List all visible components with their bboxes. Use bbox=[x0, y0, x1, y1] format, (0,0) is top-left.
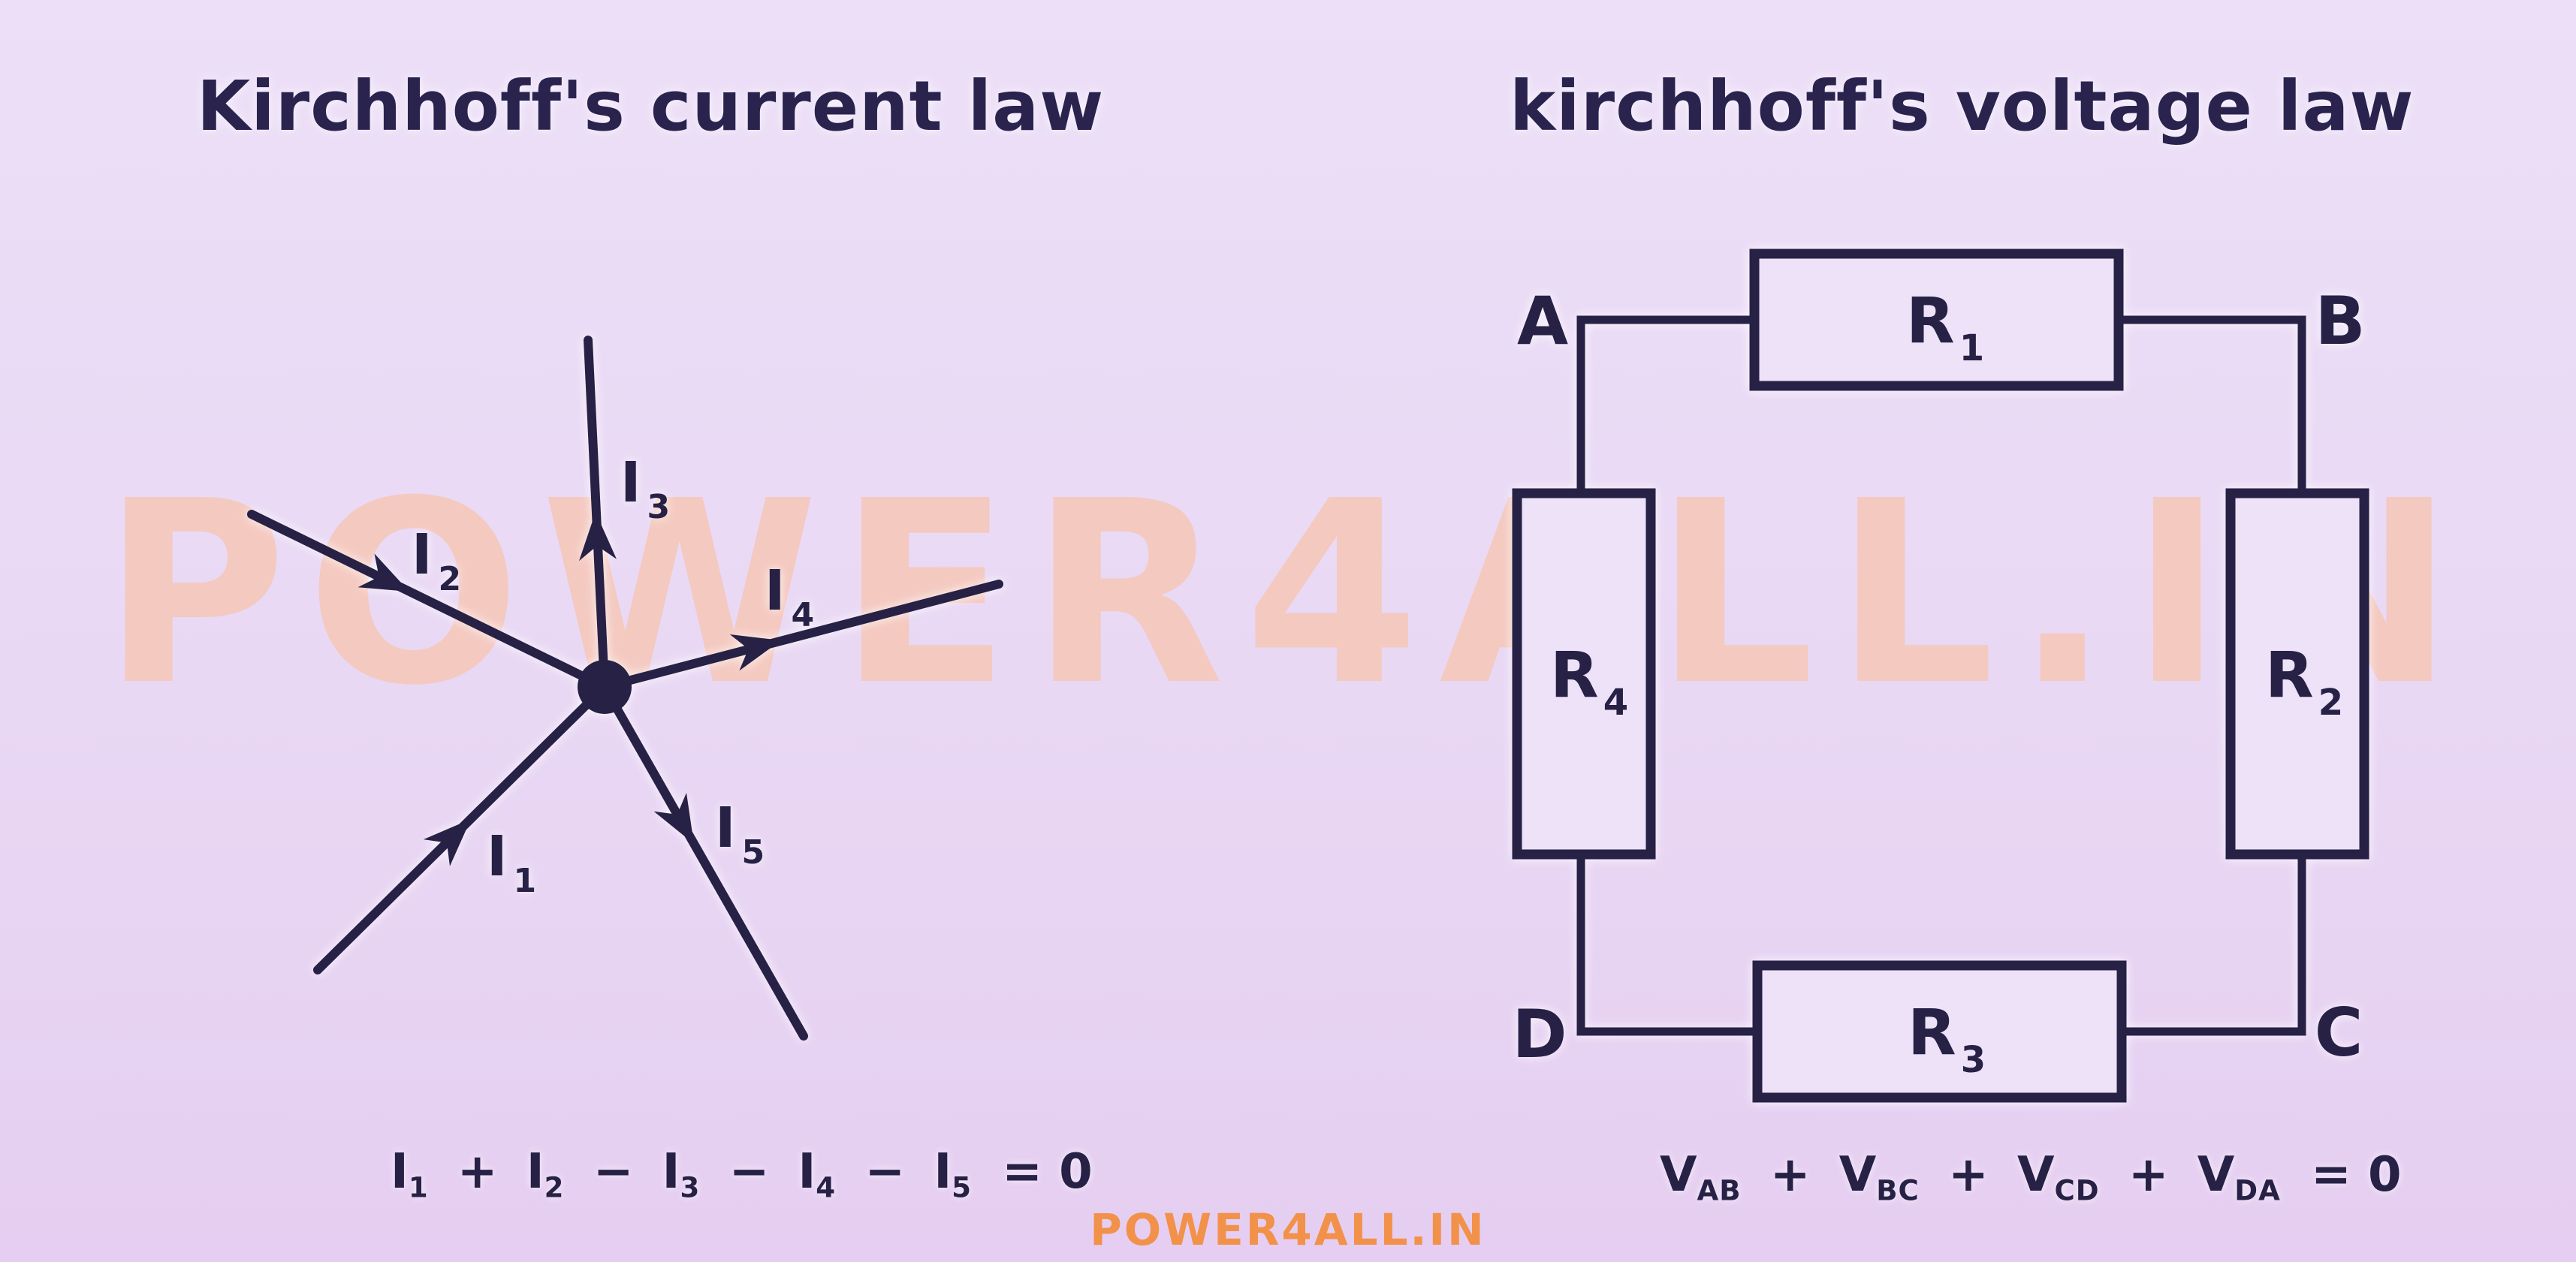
kvl-circuit-wire bbox=[1576, 315, 2306, 1036]
watermark-text: POWER4ALL.IN bbox=[101, 447, 2475, 741]
kvl-node-c-label: C bbox=[2315, 994, 2363, 1071]
kvl-eq-op-1: + bbox=[1769, 1147, 1811, 1203]
kcl-arrow-i4 bbox=[729, 634, 781, 671]
kcl-title: Kirchhoff's current law bbox=[197, 66, 1105, 146]
kcl-line-i3 bbox=[584, 336, 609, 691]
kcl-eq-term-1: I1 bbox=[391, 1144, 429, 1204]
kcl-equation: I1 + I2 − I3 − I4 − I5 = 0 bbox=[391, 1144, 1093, 1204]
kcl-line-i4 bbox=[600, 580, 1003, 691]
kvl-resistor-r4-box bbox=[1512, 488, 1656, 860]
kcl-line-i5 bbox=[600, 682, 808, 1041]
kcl-eq-term-3: I3 bbox=[662, 1144, 701, 1204]
kcl-eq-op-3: − bbox=[728, 1144, 770, 1200]
kcl-eq-term-2: I2 bbox=[526, 1144, 565, 1204]
kcl-eq-term-5: I5 bbox=[934, 1144, 972, 1204]
kvl-node-a-label: A bbox=[1517, 282, 1568, 360]
kvl-eq-op-2: + bbox=[1948, 1147, 1989, 1203]
kvl-eq-op-3: + bbox=[2128, 1147, 2169, 1203]
kvl-equation: VAB + VBC + VCD + VDA = 0 bbox=[1660, 1147, 2402, 1207]
kcl-eq-op-2: − bbox=[593, 1144, 634, 1200]
kcl-arrow-i2 bbox=[357, 553, 409, 592]
kvl-eq-term-2: VBC bbox=[1838, 1147, 1920, 1207]
kvl-eq-term-4: VDA bbox=[2197, 1147, 2281, 1207]
kvl-resistor-r1-box bbox=[1749, 248, 2124, 391]
kvl-node-d-label: D bbox=[1512, 995, 1567, 1073]
kcl-junction-node bbox=[578, 660, 632, 714]
kcl-arrow-i1 bbox=[423, 819, 471, 866]
kvl-node-b-label: B bbox=[2315, 282, 2365, 360]
kvl-resistor-r2-box bbox=[2225, 488, 2369, 860]
kcl-arrow-i5 bbox=[653, 793, 694, 844]
kcl-eq-op-1: + bbox=[457, 1144, 498, 1200]
kcl-line-i2 bbox=[247, 510, 609, 691]
kvl-eq-term-3: VCD bbox=[2016, 1147, 2100, 1207]
kcl-eq-term-4: I4 bbox=[798, 1144, 837, 1204]
kcl-eq-op-4: − bbox=[864, 1144, 906, 1200]
kcl-eq-rhs: = 0 bbox=[1002, 1144, 1093, 1200]
brand-footer: POWER4ALL.IN bbox=[1090, 1204, 1486, 1255]
kvl-resistor-r3-box bbox=[1752, 960, 2127, 1103]
kvl-title: kirchhoff's voltage law bbox=[1510, 66, 2415, 146]
kvl-eq-rhs: = 0 bbox=[2311, 1147, 2402, 1203]
kcl-arrow-i3 bbox=[579, 512, 617, 562]
kvl-eq-term-1: VAB bbox=[1660, 1147, 1742, 1207]
